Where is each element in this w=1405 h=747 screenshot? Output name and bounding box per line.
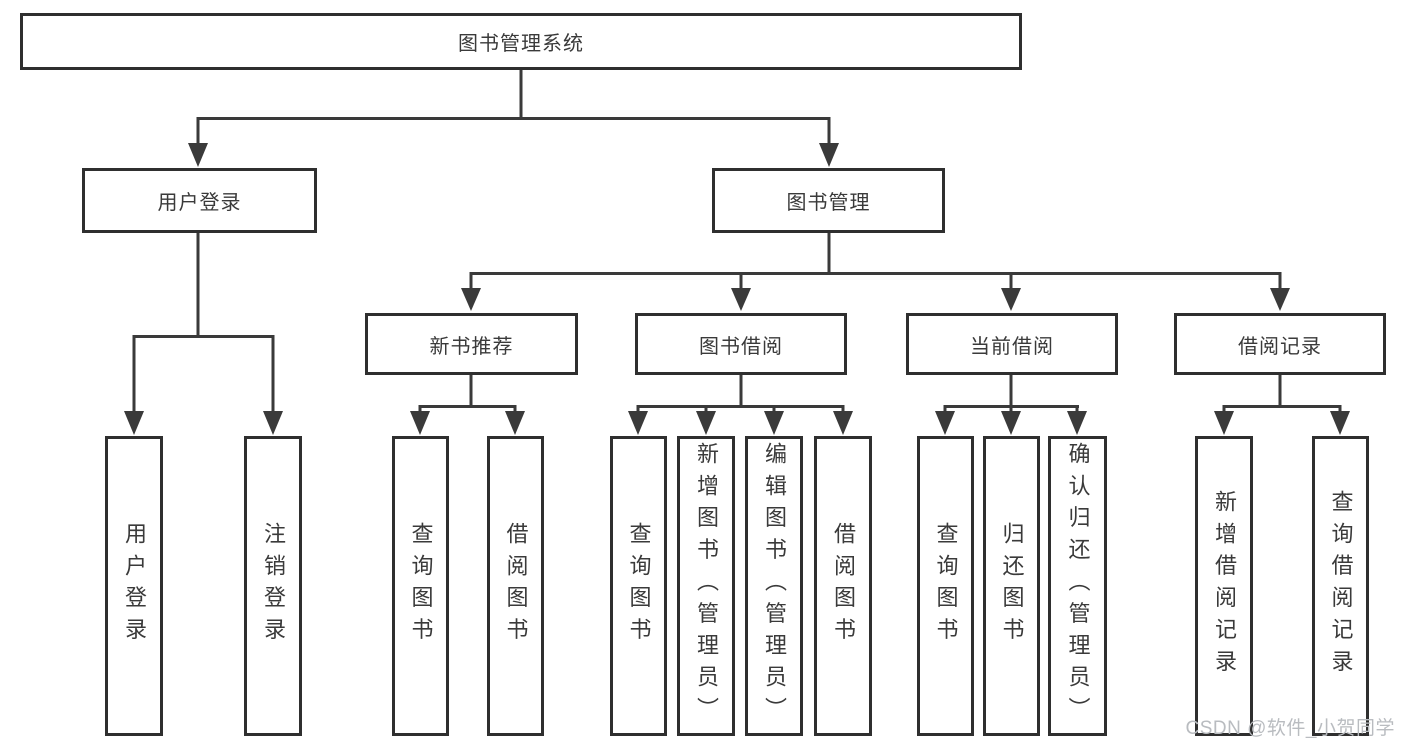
leaf-br-query-borrow-record: 查询借阅记录 [1312, 436, 1369, 736]
arrowhead-icon [696, 411, 716, 435]
node-user-login: 用户登录 [82, 168, 317, 233]
arrowhead-icon [819, 143, 839, 167]
leaf-bb-add-book-admin: 新增图书（管理员） [677, 436, 735, 736]
arrowhead-icon [1330, 411, 1350, 435]
node-current-borrow: 当前借阅 [906, 313, 1118, 375]
leaf-nb-query-book: 查询图书 [392, 436, 449, 736]
node-book-management-label: 图书管理 [786, 192, 871, 214]
leaf-nb-borrow-book: 借阅图书 [487, 436, 544, 736]
arrowhead-icon [188, 143, 208, 167]
leaf-user-login: 用户登录 [105, 436, 163, 736]
leaf-bb-query-book: 查询图书 [610, 436, 667, 736]
leaf-bb-borrow-book: 借阅图书 [814, 436, 872, 736]
leaf-logout: 注销登录 [244, 436, 302, 736]
arrowhead-icon [1270, 288, 1290, 311]
node-root-label: 图书管理系统 [458, 33, 584, 55]
node-borrow-record-label: 借阅记录 [1238, 335, 1322, 358]
csdn-watermark: CSDN @软件_小贺同学 [1185, 718, 1395, 739]
node-new-book-recommend-label: 新书推荐 [429, 335, 514, 358]
leaf-cb-confirm-return-admin: 确认归还（管理员） [1048, 436, 1107, 736]
arrowhead-icon [124, 411, 144, 435]
arrowhead-icon [935, 411, 955, 435]
node-book-borrow: 图书借阅 [635, 313, 847, 375]
arrowhead-icon [833, 411, 853, 435]
node-borrow-record: 借阅记录 [1174, 313, 1386, 375]
leaf-cb-return-book: 归还图书 [983, 436, 1040, 736]
arrowhead-icon [764, 411, 784, 435]
leaf-cb-query-book: 查询图书 [917, 436, 974, 736]
arrowhead-icon [263, 411, 283, 435]
arrowhead-icon [1001, 288, 1021, 311]
arrowhead-icon [1067, 411, 1087, 435]
arrowhead-icon [628, 411, 648, 435]
node-current-borrow-label: 当前借阅 [970, 335, 1054, 358]
node-new-book-recommend: 新书推荐 [365, 313, 578, 375]
arrowhead-icon [731, 288, 751, 311]
leaf-bb-edit-book-admin: 编辑图书（管理员） [745, 436, 803, 736]
leaf-br-add-borrow-record: 新增借阅记录 [1195, 436, 1253, 736]
arrowhead-icon [1214, 411, 1234, 435]
arrowhead-icon [1001, 411, 1021, 435]
node-root-system: 图书管理系统 [20, 13, 1022, 70]
arrowhead-icon [410, 411, 430, 435]
arrowhead-icon [505, 411, 525, 435]
arrowhead-icon [461, 288, 481, 311]
node-user-login-label: 用户登录 [157, 192, 242, 214]
node-book-borrow-label: 图书借阅 [699, 335, 783, 358]
node-book-management: 图书管理 [712, 168, 945, 233]
